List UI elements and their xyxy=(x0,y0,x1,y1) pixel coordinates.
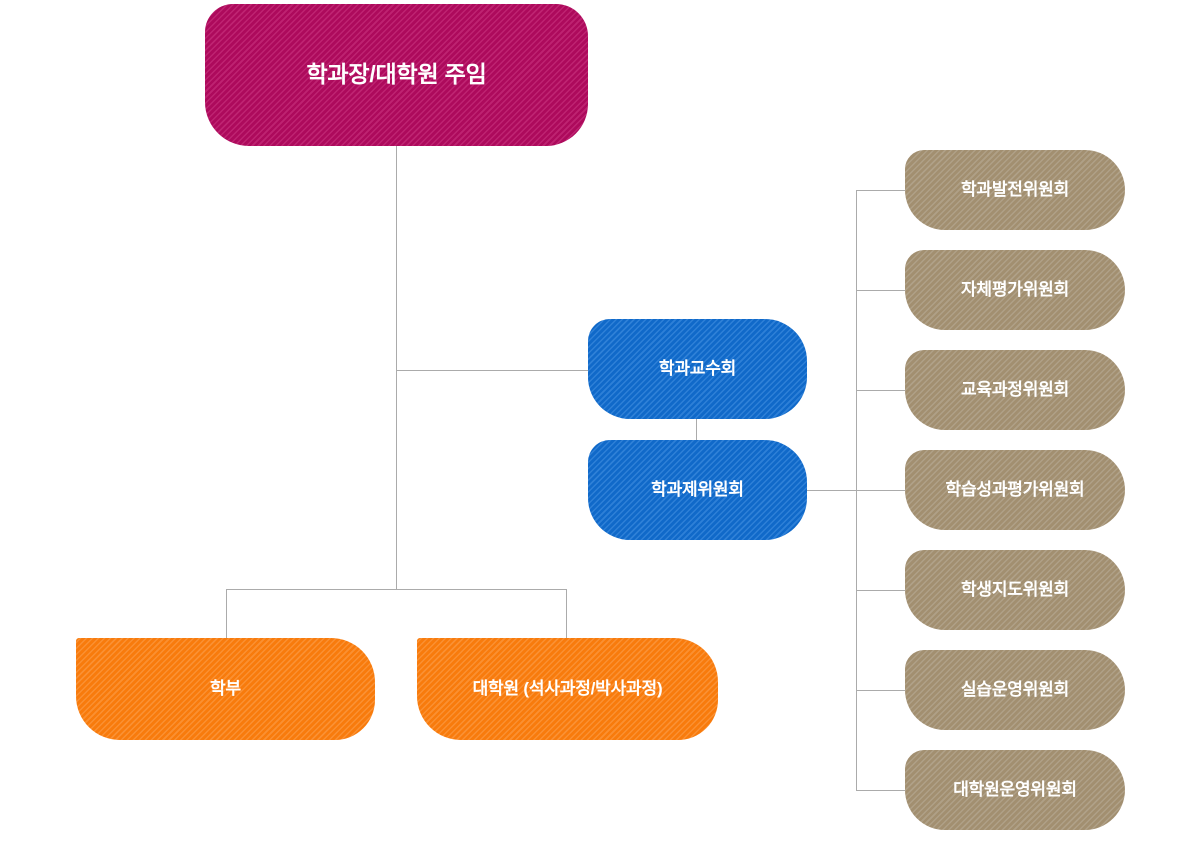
committee-label: 교육과정위원회 xyxy=(960,379,1070,399)
node-undergraduate-label: 학부 xyxy=(210,678,241,698)
node-graduate-school: 대학원 (석사과정/박사과정) xyxy=(417,638,718,740)
node-committee-graduate-operation: 대학원운영위원회 xyxy=(905,750,1125,830)
connector-graduate-vertical xyxy=(566,589,567,638)
node-committee-learning-outcomes: 학습성과평가위원회 xyxy=(905,450,1125,530)
node-faculty-council-label: 학과교수회 xyxy=(658,358,737,378)
node-faculty-council: 학과교수회 xyxy=(588,319,807,419)
committee-label: 대학원운영위원회 xyxy=(953,779,1077,799)
node-committee-development: 학과발전위원회 xyxy=(905,150,1125,230)
committee-label: 실습운영위원회 xyxy=(960,679,1070,699)
node-committee-practice-operation: 실습운영위원회 xyxy=(905,650,1125,730)
node-department-committees: 학과제위원회 xyxy=(588,440,807,540)
committee-label: 자체평가위원회 xyxy=(960,279,1070,299)
node-department-committees-label: 학과제위원회 xyxy=(651,479,744,499)
node-department-head-label: 학과장/대학원 주임 xyxy=(306,61,487,88)
connector-stub-committee-7 xyxy=(856,790,905,791)
connector-undergraduate-vertical xyxy=(226,589,227,638)
node-department-head: 학과장/대학원 주임 xyxy=(205,4,588,146)
connector-root-vertical xyxy=(396,146,397,589)
node-committee-student-guidance: 학생지도위원회 xyxy=(905,550,1125,630)
node-committee-curriculum: 교육과정위원회 xyxy=(905,350,1125,430)
connector-stub-committee-5 xyxy=(856,590,905,591)
node-graduate-school-label: 대학원 (석사과정/박사과정) xyxy=(472,678,663,698)
connector-faculty-to-committees xyxy=(696,419,697,440)
connector-committee-trunk-vertical xyxy=(856,190,857,790)
committee-label: 학생지도위원회 xyxy=(960,579,1070,599)
node-committee-self-evaluation: 자체평가위원회 xyxy=(905,250,1125,330)
committee-label: 학습성과평가위원회 xyxy=(945,479,1085,499)
committee-label: 학과발전위원회 xyxy=(960,179,1070,199)
connector-stub-committee-6 xyxy=(856,690,905,691)
connector-stub-committee-2 xyxy=(856,290,905,291)
connector-programs-horizontal xyxy=(226,589,567,590)
connector-stub-committee-1 xyxy=(856,190,905,191)
connector-root-to-faculty-council xyxy=(396,370,588,371)
node-undergraduate: 학부 xyxy=(76,638,375,740)
connector-stub-committee-3 xyxy=(856,390,905,391)
